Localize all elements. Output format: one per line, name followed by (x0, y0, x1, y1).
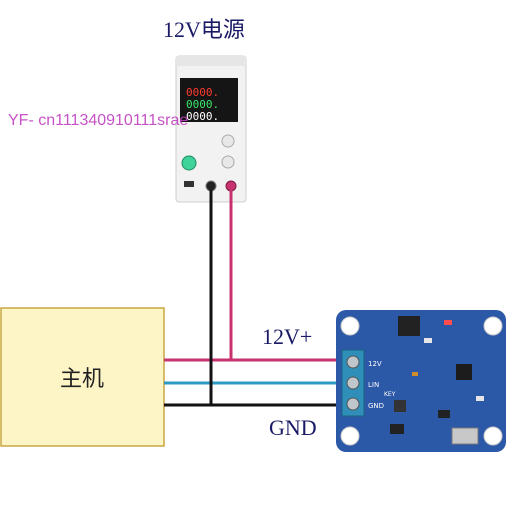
mount-hole (341, 317, 359, 335)
board-component (476, 396, 484, 401)
main-ic (456, 364, 472, 380)
usb-port (184, 181, 194, 187)
ground-label: GND (269, 415, 317, 441)
terminal-label-12v: 12V (368, 360, 382, 368)
board-component (424, 338, 432, 343)
positive-wire (164, 190, 231, 360)
board-chip (438, 410, 450, 418)
board-chip (390, 424, 404, 434)
mount-hole (341, 427, 359, 445)
mount-hole (484, 427, 502, 445)
key-label: KEY (384, 391, 396, 398)
negative-terminal (206, 181, 216, 191)
host-label: 主机 (0, 308, 164, 446)
current-knob (222, 156, 234, 168)
control-board: 12V LIN GND KEY (336, 310, 506, 452)
output-button (182, 156, 196, 170)
psu-title: 12V电源 (163, 12, 245, 44)
board-component (412, 372, 418, 376)
watermark: YF- cn111340910111srae (8, 112, 188, 130)
usb-connector (452, 428, 478, 444)
positive-label: 12V+ (262, 324, 312, 350)
mount-hole (484, 317, 502, 335)
psu-display-row-3: 0000. (186, 110, 219, 123)
terminal-label-lin: LIN (368, 381, 379, 389)
voltage-knob (222, 135, 234, 147)
board-component (444, 320, 452, 325)
terminal-label-gnd: GND (368, 402, 384, 410)
key-button (394, 400, 406, 412)
voltage-regulator (398, 316, 420, 336)
positive-terminal (226, 181, 236, 191)
